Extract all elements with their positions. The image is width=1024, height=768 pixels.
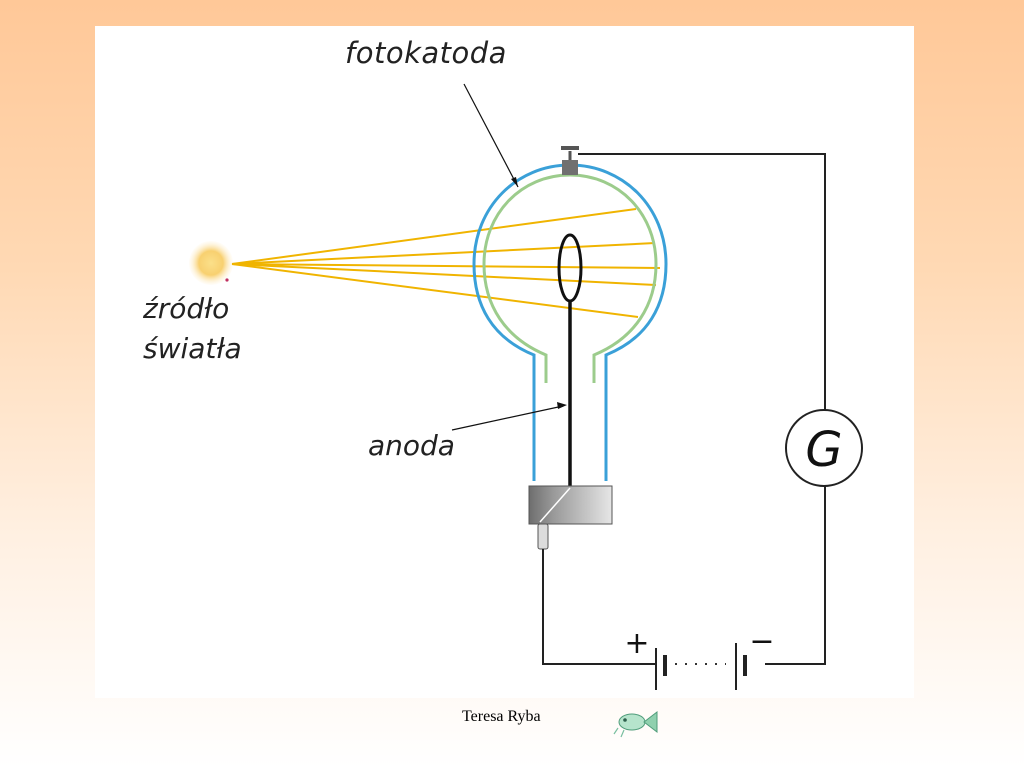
anode-label: anoda (368, 429, 455, 462)
wire-right (765, 486, 826, 665)
diagram-panel (95, 26, 914, 698)
battery-icon (655, 643, 747, 690)
footer-author: Teresa Ryba (462, 708, 541, 725)
light-rays (231, 208, 661, 318)
anode-leader (451, 405, 564, 431)
light-source-icon (189, 241, 233, 285)
light-ray (231, 242, 656, 265)
light-ray (231, 263, 661, 269)
galvanometer-label: G (805, 422, 842, 478)
light-source-label-line1: źródło (142, 292, 229, 325)
photocathode-label: fotokatoda (345, 36, 507, 70)
photocathode-arrowhead (511, 177, 518, 187)
wire-left (542, 549, 656, 665)
battery-plus-sign: + (624, 626, 649, 661)
fish-icon (613, 710, 658, 738)
battery-minus-sign: − (749, 624, 774, 659)
light-source-dot (225, 278, 229, 282)
anode-arrowhead (557, 402, 567, 409)
top-terminal (562, 160, 578, 175)
light-source-label-line2: światła (143, 332, 242, 365)
tube-base (528, 485, 613, 525)
tube-pin (537, 523, 549, 550)
galvanometer-icon (785, 409, 863, 487)
light-ray (231, 208, 637, 265)
wire-top (578, 153, 826, 410)
tube-base-highlight (539, 487, 571, 523)
photocathode-leader (463, 83, 519, 188)
light-ray (231, 263, 657, 286)
